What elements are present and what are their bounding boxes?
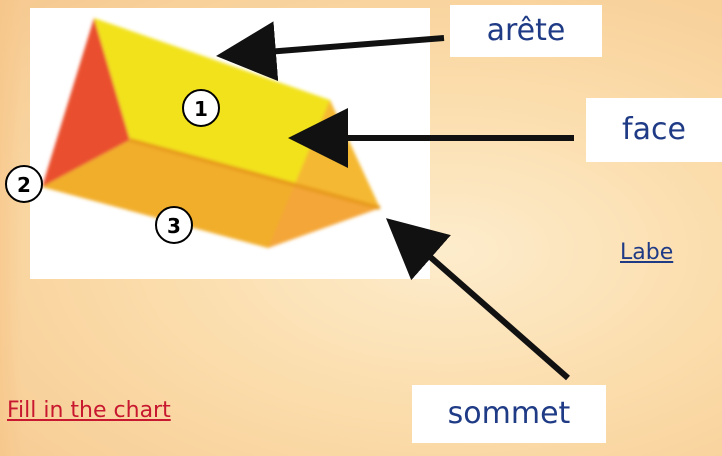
prism-left-face <box>42 18 130 187</box>
background-stripe <box>0 0 22 456</box>
label-sommet-text: sommet <box>447 396 571 431</box>
number-2-label: 2 <box>17 173 31 197</box>
arrow-sommet <box>385 218 570 381</box>
number-1-label: 1 <box>194 97 208 121</box>
label-face-box: face <box>586 98 722 162</box>
prism-edge-highlight <box>129 138 381 210</box>
prism-right-face <box>268 100 380 248</box>
number-1-marker <box>182 89 220 127</box>
label-arete-text: arête <box>486 13 566 48</box>
fill-chart-instruction: Fill in the chart <box>7 398 171 423</box>
label-arete-box: arête <box>450 5 602 57</box>
label-sommet-box: sommet <box>412 385 606 443</box>
arrow-arete <box>216 21 445 82</box>
labels-instruction-partial: Labe <box>620 240 674 265</box>
number-2-marker <box>5 165 43 203</box>
number-3-label: 3 <box>167 214 181 238</box>
triangular-prism <box>42 18 381 248</box>
number-3-marker <box>155 206 193 244</box>
label-face-text: face <box>622 112 686 147</box>
